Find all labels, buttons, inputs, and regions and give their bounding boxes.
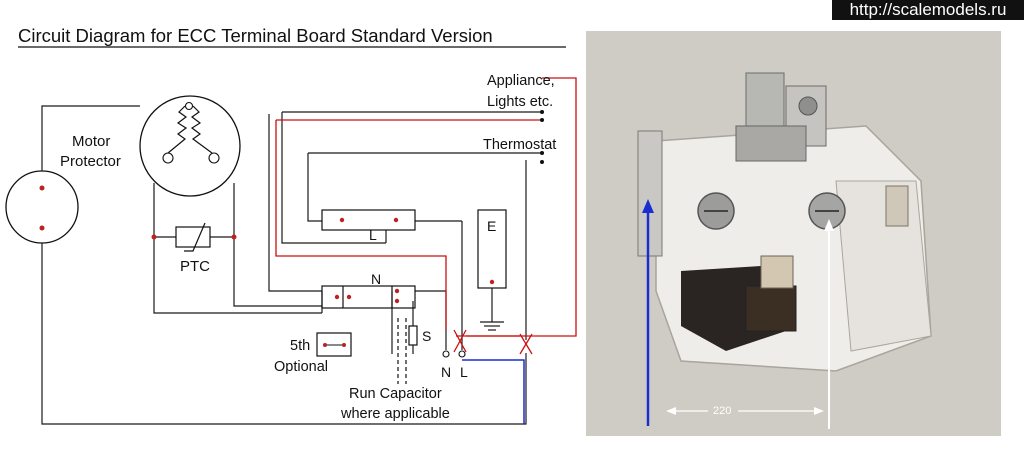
motor-circle <box>5 170 79 244</box>
terminal-l-label: L <box>369 227 377 243</box>
ptc-element <box>175 226 211 248</box>
black-wires <box>41 105 544 425</box>
red-wires <box>275 77 577 355</box>
bottom-l-label: L <box>460 364 468 380</box>
run-capacitor-symbol <box>397 318 407 384</box>
fifth-terminal-box <box>316 332 352 357</box>
terminal-n-box <box>321 285 416 309</box>
terminal-board-photo: 220 <box>586 31 1001 436</box>
switch-s <box>408 325 418 346</box>
motor-protector-label-1: Motor <box>72 133 110 150</box>
circuit-diagram: Circuit Diagram for ECC Terminal Board S… <box>5 25 577 425</box>
terminal-e-label: E <box>487 218 496 234</box>
terminal-n-label: N <box>371 271 381 287</box>
dimension-label: 220 <box>713 405 731 417</box>
earth-box <box>477 209 507 289</box>
diagram-title: Circuit Diagram for ECC Terminal Board S… <box>18 25 493 46</box>
fifth-label-1: 5th <box>290 338 310 354</box>
switch-s-label: S <box>422 328 431 344</box>
capacitor-label-2: where applicable <box>340 406 450 422</box>
appliance-label-1: Appliance, <box>487 73 555 89</box>
watermark: http://scalemodels.ru <box>832 0 1024 20</box>
terminal-l-box <box>321 209 416 231</box>
ptc-label: PTC <box>180 258 210 275</box>
capacitor-label-1: Run Capacitor <box>349 386 442 402</box>
fifth-label-2: Optional <box>274 359 328 375</box>
thermostat-label: Thermostat <box>483 137 556 153</box>
motor-protector-label-2: Protector <box>60 153 121 170</box>
blue-wire <box>462 359 525 424</box>
appliance-label-2: Lights etc. <box>487 94 553 110</box>
motor-protector-circle <box>139 95 241 197</box>
bottom-n-label: N <box>441 364 451 380</box>
